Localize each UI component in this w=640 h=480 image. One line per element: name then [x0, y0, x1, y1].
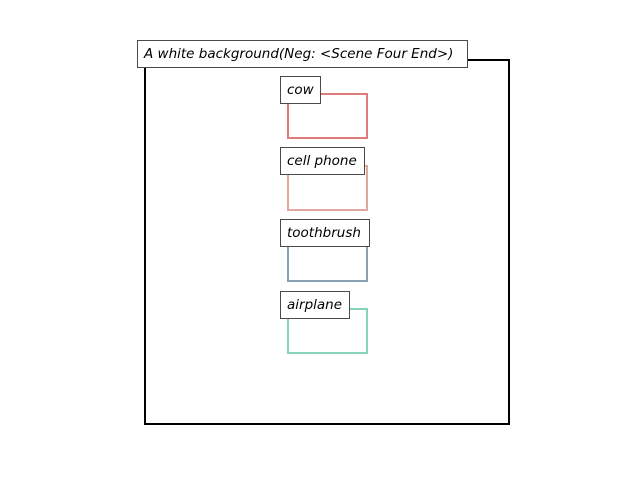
- cell-phone-label: cell phone: [280, 147, 365, 175]
- toothbrush-label: toothbrush: [280, 219, 370, 247]
- cow-bounding-box: [287, 93, 368, 139]
- cow-label: cow: [280, 76, 321, 104]
- airplane-label: airplane: [280, 291, 350, 319]
- scene-caption-label: A white background(Neg: <Scene Four End>…: [137, 40, 468, 68]
